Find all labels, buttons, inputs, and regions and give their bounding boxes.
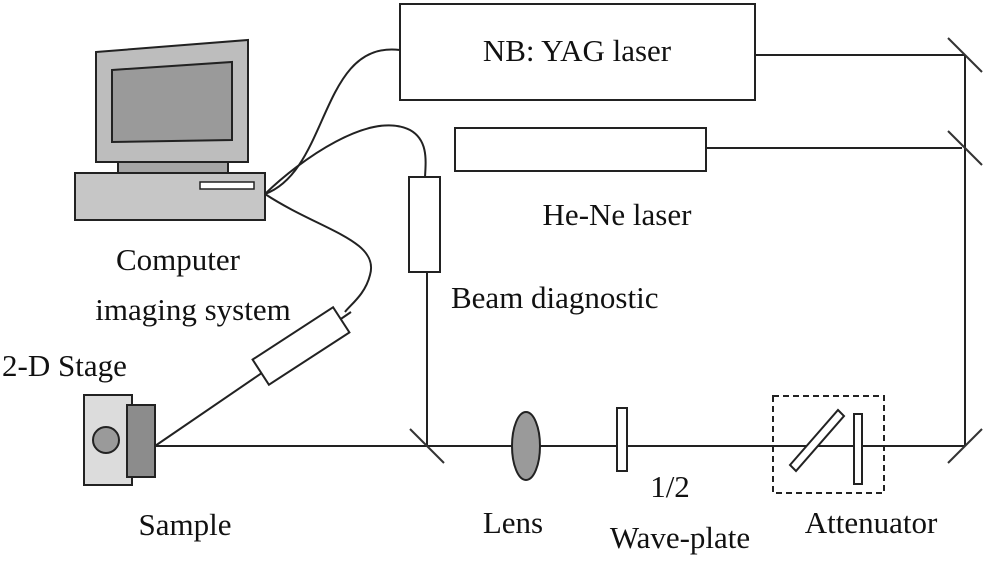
beam-diagnostic: Beam diagnostic	[408, 176, 658, 315]
beam-path	[154, 54, 966, 447]
attenuator-icon	[772, 395, 885, 494]
mirrors	[409, 37, 983, 464]
waveplate-label-line2: Wave-plate	[610, 520, 750, 555]
camera-tube	[251, 305, 351, 387]
lens-icon	[511, 411, 541, 481]
sample-label: Sample	[139, 507, 232, 542]
computer-cables	[264, 48, 427, 313]
computer-label-line2: imaging system	[95, 292, 290, 327]
yag-laser: NB: YAG laser	[399, 3, 756, 101]
mirror-middle-right	[947, 130, 983, 166]
mirror-bottom-right	[947, 428, 983, 464]
attenuator-label: Attenuator	[805, 505, 938, 540]
stage-label: 2-D Stage	[2, 348, 127, 383]
stage-icon	[83, 394, 156, 486]
waveplate-label-line1: 1/2	[650, 469, 690, 504]
yag-laser-label: NB: YAG laser	[483, 33, 672, 68]
mirror-center	[409, 428, 445, 464]
hene-laser: He-Ne laser	[454, 127, 707, 232]
computer-icon	[74, 38, 266, 221]
lens-label: Lens	[483, 505, 543, 540]
mirror-top-right	[947, 37, 983, 73]
hene-laser-label: He-Ne laser	[543, 197, 693, 232]
waveplate-icon	[616, 407, 628, 472]
computer-label-line1: Computer	[116, 242, 241, 277]
beam-diagnostic-label: Beam diagnostic	[451, 280, 658, 315]
